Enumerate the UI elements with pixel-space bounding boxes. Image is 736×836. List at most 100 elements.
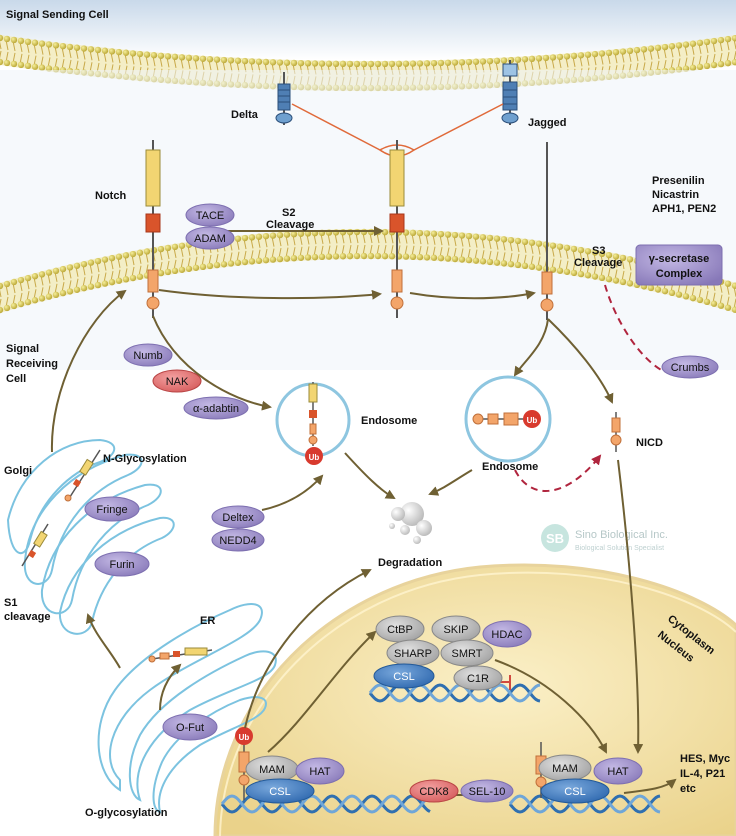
notch-precursor-golgi-2 xyxy=(21,523,49,567)
alpha_adaptin-label: α-adabtin xyxy=(193,403,239,415)
nicd-label: NICD xyxy=(636,437,663,449)
fringe-label: Fringe xyxy=(96,504,127,516)
crumbs-inhibition-path xyxy=(514,284,666,492)
protein-skip: SKIP xyxy=(431,615,481,643)
protein-nak: NAK xyxy=(152,369,202,393)
protein-nedd4: NEDD4 xyxy=(211,528,265,552)
smrt-label: SMRT xyxy=(452,648,483,660)
notch-receptor-1 xyxy=(145,140,161,318)
furin-label: Furin xyxy=(109,559,134,571)
gamma-secretase-label-1: γ-secretase xyxy=(649,253,710,265)
n-glycosylation-label: N-Glycosylation xyxy=(103,453,187,465)
signal-receiving-label-2: Receiving xyxy=(6,358,58,370)
protein-mam: MAM xyxy=(538,754,592,782)
protein-crumbs: Crumbs xyxy=(661,355,719,379)
notch-label: Notch xyxy=(95,190,126,202)
protein-ctbp: CtBP xyxy=(375,615,425,643)
protein-hdac: HDAC xyxy=(482,620,532,648)
er-label: ER xyxy=(200,615,215,627)
delta-ligand xyxy=(275,72,293,125)
sel10-label: SEL-10 xyxy=(469,786,506,798)
nak-label: NAK xyxy=(166,376,189,388)
notch-receptors xyxy=(145,140,554,320)
protein-mam: MAM xyxy=(245,755,299,783)
signal-receiving-label-1: Signal xyxy=(6,343,39,355)
nuclear-nicd-left xyxy=(238,740,250,800)
s1-label: S1 xyxy=(4,597,17,609)
protein-csl: CSL xyxy=(245,778,315,804)
ub-label: Ub xyxy=(309,453,320,462)
s2-cleavage-label: Cleavage xyxy=(266,219,314,231)
cdk8-label: CDK8 xyxy=(419,786,448,798)
protein-hat: HAT xyxy=(593,757,643,785)
notch-precursor-er xyxy=(148,647,213,663)
ub-nucleus: Ub xyxy=(235,727,253,745)
notch-in-endosome-1 xyxy=(308,382,318,446)
s1-cleavage-label: cleavage xyxy=(4,611,50,623)
degradation-particles xyxy=(389,502,432,544)
mam-label: MAM xyxy=(259,764,285,776)
notch-receptor-3 xyxy=(540,142,554,320)
delta-label: Delta xyxy=(231,109,259,121)
protein-deltex: Deltex xyxy=(211,505,265,529)
nedd4-label: NEDD4 xyxy=(219,535,256,547)
protein-sel10: SEL-10 xyxy=(460,779,514,803)
targets-label-3: etc xyxy=(680,783,696,795)
nicd-in-endosome-2 xyxy=(472,412,532,426)
protein-adam: ADAM xyxy=(185,226,235,250)
presenilin-label-1: Presenilin xyxy=(652,175,705,187)
hat-label: HAT xyxy=(607,766,628,778)
signal-sending-cell-label: Signal Sending Cell xyxy=(6,9,109,21)
s2-label: S2 xyxy=(282,207,295,219)
protein-cdk8: CDK8 xyxy=(409,779,459,803)
protein-alpha_adaptin: α-adabtin xyxy=(183,396,249,420)
jagged-label: Jagged xyxy=(528,117,567,129)
ctbp-label: CtBP xyxy=(387,624,413,636)
protein-fringe: Fringe xyxy=(84,496,140,522)
skip-label: SKIP xyxy=(443,624,468,636)
mam-label: MAM xyxy=(552,763,578,775)
hat-label: HAT xyxy=(309,766,330,778)
numb-label: Numb xyxy=(133,350,162,362)
protein-numb: Numb xyxy=(123,343,173,367)
protein-sharp: SHARP xyxy=(386,639,440,667)
deltex-label: Deltex xyxy=(222,512,254,524)
targets-label-1: HES, Myc xyxy=(680,753,730,765)
golgi-label: Golgi xyxy=(4,465,32,477)
ub-label: Ub xyxy=(239,733,250,742)
notch-precursor-golgi-1 xyxy=(64,449,101,502)
ub-endosome-1: Ub xyxy=(305,447,323,465)
tace-label: TACE xyxy=(196,210,225,222)
watermark-tagline: Biological Solution Specialist xyxy=(575,545,664,552)
s3-label: S3 xyxy=(592,245,605,257)
presenilin-label-3: APH1, PEN2 xyxy=(652,203,716,215)
protein-csl: CSL xyxy=(373,663,435,689)
crumbs-label: Crumbs xyxy=(671,362,710,374)
watermark-brand: Sino Biological Inc. xyxy=(575,529,668,541)
protein-csl: CSL xyxy=(540,778,610,804)
o-glycosylation-label: O-glycosylation xyxy=(85,807,168,819)
gamma-secretase-complex: γ-secretase Complex xyxy=(635,244,723,286)
protein-ofut: O-Fut xyxy=(162,713,218,741)
text-labels: Signal Sending Cell Delta Jagged Notch P… xyxy=(4,9,730,819)
notch-receptor-2 xyxy=(389,140,405,318)
csl-label: CSL xyxy=(393,671,414,683)
signal-receiving-label-3: Cell xyxy=(6,373,26,385)
protein-c1r: C1R xyxy=(453,665,503,691)
sino-biological-watermark: SB Sino Biological Inc. Biological Solut… xyxy=(541,524,668,552)
gamma-secretase-label-2: Complex xyxy=(656,268,703,280)
endosome-label-1: Endosome xyxy=(361,415,417,427)
csl-label: CSL xyxy=(564,786,585,798)
targets-label-2: IL-4, P21 xyxy=(680,768,725,780)
signal-sending-cell-region xyxy=(0,0,736,60)
watermark-logo-text: SB xyxy=(546,531,564,546)
protein-furin: Furin xyxy=(94,551,150,577)
hdac-label: HDAC xyxy=(491,629,522,641)
ub-label: Ub xyxy=(527,416,538,425)
c1r-label: C1R xyxy=(467,673,489,685)
protein-hat: HAT xyxy=(295,757,345,785)
intercellular-space xyxy=(0,70,736,370)
jagged-ligand xyxy=(501,60,519,125)
